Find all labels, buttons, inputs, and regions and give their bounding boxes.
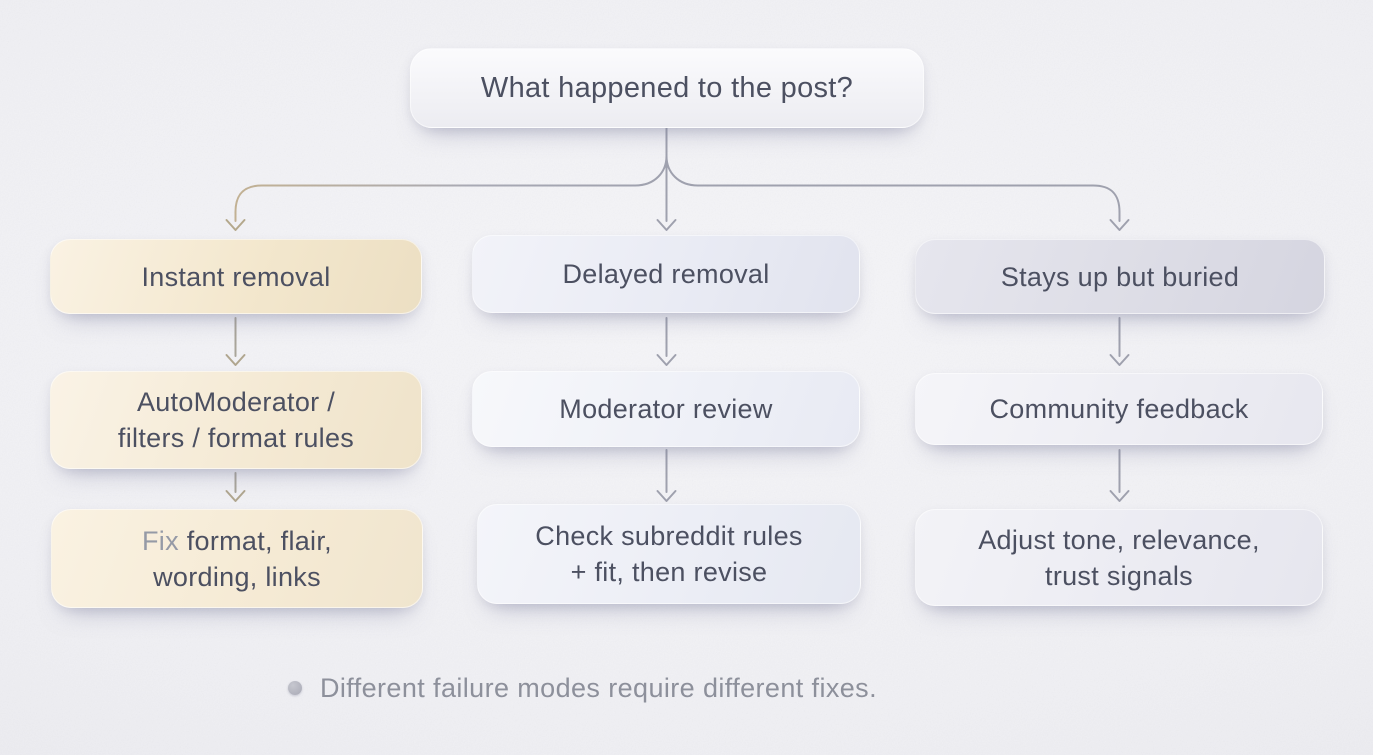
node-fix-format-flair: Fix format, flair, wording, links: [51, 509, 423, 608]
node-automoderator-filters: AutoModerator / filters / format rules: [50, 371, 422, 469]
node-label: Stays up but buried: [1000, 261, 1240, 292]
arrow-cause-to-fix-1: [225, 472, 246, 502]
node-label-line1: Fix format, flair,: [142, 523, 332, 559]
fix-line1-rest: format, flair,: [178, 525, 332, 556]
arrow-buried-to-cause: [1109, 317, 1130, 366]
fix-word-muted: Fix: [142, 525, 179, 556]
root-question-node: What happened to the post?: [410, 48, 924, 128]
node-check-subreddit-rules: Check subreddit rules + fit, then revise: [477, 504, 861, 604]
node-label-line2: + fit, then revise: [570, 557, 768, 587]
node-stays-up-buried: Stays up but buried: [915, 239, 1325, 314]
arrow-instant-to-cause: [225, 317, 246, 366]
node-adjust-tone-relevance: Adjust tone, relevance, trust signals: [915, 509, 1323, 606]
node-label-line2: filters / format rules: [117, 423, 355, 453]
arrow-root-to-instant: [225, 155, 668, 231]
footer-note-text: Different failure modes require differen…: [320, 672, 877, 703]
node-label-line1: Check subreddit rules: [535, 521, 803, 551]
node-label: Moderator review: [559, 394, 773, 424]
node-community-feedback: Community feedback: [915, 373, 1323, 445]
node-label-line2: wording, links: [153, 561, 321, 592]
node-label: Delayed removal: [562, 259, 770, 289]
footer-note: Different failure modes require differen…: [288, 668, 877, 708]
node-label-line1: AutoModerator /: [136, 387, 336, 417]
bullet-dot-icon: [288, 681, 302, 695]
arrow-cause-to-fix-3: [1109, 449, 1130, 502]
arrow-cause-to-fix-2: [656, 449, 677, 502]
node-label: Instant removal: [141, 261, 331, 292]
node-label-line2: trust signals: [1045, 560, 1193, 591]
node-label-line1: Adjust tone, relevance,: [978, 524, 1260, 555]
node-delayed-removal: Delayed removal: [472, 235, 860, 313]
arrow-root-to-buried: [665, 155, 1130, 231]
arrow-root-to-delayed: [656, 125, 677, 231]
root-question-label: What happened to the post?: [480, 72, 854, 104]
node-moderator-review: Moderator review: [472, 371, 860, 447]
node-label: Community feedback: [989, 394, 1249, 424]
arrow-delayed-to-cause: [656, 317, 677, 366]
node-instant-removal: Instant removal: [50, 239, 422, 314]
